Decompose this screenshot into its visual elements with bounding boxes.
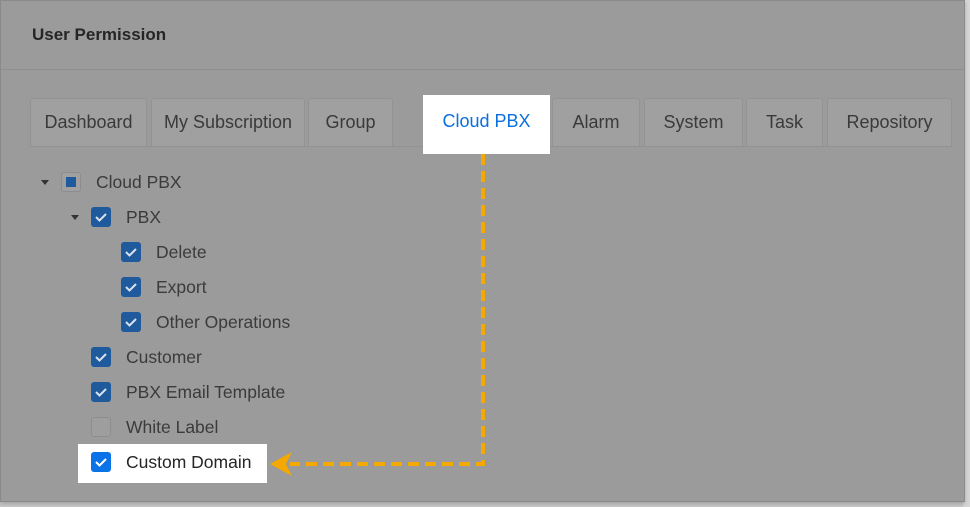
arrowhead-icon: [270, 452, 292, 476]
tab-dashboard[interactable]: Dashboard: [30, 98, 147, 146]
checkbox-customer[interactable]: [91, 347, 111, 367]
tab-cloud-pbx[interactable]: Cloud PBX: [423, 95, 550, 154]
tree-label: Customer: [126, 347, 202, 367]
checkbox-delete[interactable]: [121, 242, 141, 262]
tab-system[interactable]: System: [644, 98, 743, 146]
checkbox-pbx[interactable]: [91, 207, 111, 227]
tree-label: Other Operations: [156, 312, 291, 332]
check-icon: [95, 353, 107, 362]
tab-task[interactable]: Task: [746, 98, 823, 146]
check-icon: [125, 283, 137, 292]
tree-label: Export: [156, 277, 207, 297]
checkbox-other-operations[interactable]: [121, 312, 141, 332]
tab-group[interactable]: Group: [308, 98, 393, 146]
checkbox-white-label[interactable]: [91, 417, 111, 437]
tree-label: White Label: [126, 417, 219, 437]
checkbox-custom-domain[interactable]: [91, 452, 111, 472]
tree-label: Custom Domain: [126, 452, 252, 472]
check-icon: [95, 388, 107, 397]
tab-repository[interactable]: Repository: [827, 98, 952, 146]
check-icon: [95, 213, 107, 222]
check-icon: [95, 458, 107, 467]
tree-label: PBX: [126, 207, 162, 227]
caret-down-icon[interactable]: [71, 215, 79, 220]
checkbox-pbx-email-template[interactable]: [91, 382, 111, 402]
tree-label: Cloud PBX: [96, 172, 182, 192]
checkbox-export[interactable]: [121, 277, 141, 297]
tab-my-subscription[interactable]: My Subscription: [151, 98, 305, 146]
tab-alarm[interactable]: Alarm: [552, 98, 640, 146]
check-icon: [125, 318, 137, 327]
divider: [1, 69, 964, 70]
caret-down-icon[interactable]: [41, 180, 49, 185]
tree-label: Delete: [156, 242, 207, 262]
check-icon: [125, 248, 137, 257]
tree-label: PBX Email Template: [126, 382, 286, 402]
page-title: User Permission: [32, 25, 167, 44]
checkbox-cloud-pbx[interactable]: [61, 172, 81, 192]
window-edge: [963, 0, 970, 507]
